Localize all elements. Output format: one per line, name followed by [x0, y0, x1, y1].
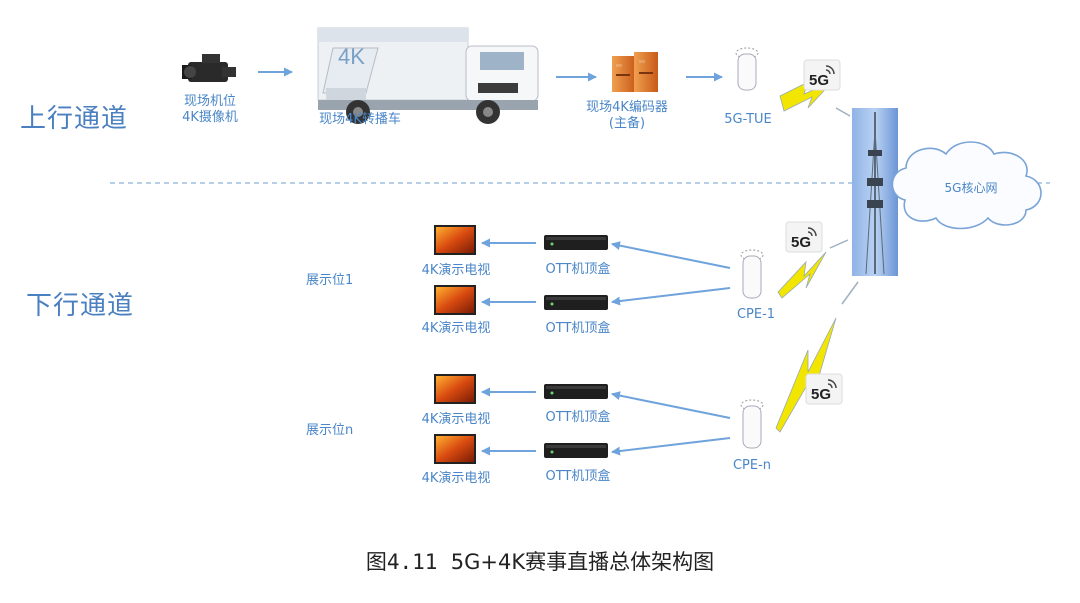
base-station-tower-icon	[852, 108, 898, 276]
downlink-channel-title: 下行通道	[26, 291, 135, 321]
cpe-n-label: CPE-n	[732, 458, 772, 473]
tv-label: 4K演示电视	[421, 471, 491, 486]
ott-box-label: OTT机顶盒	[545, 410, 611, 425]
ott-box-label: OTT机顶盒	[545, 469, 611, 484]
tv-label: 4K演示电视	[421, 263, 491, 278]
tv-icon	[434, 225, 476, 255]
set-top-box-icon	[544, 384, 608, 399]
tue-label: 5G-TUE	[724, 112, 772, 127]
cloud-shape	[891, 141, 1042, 230]
cpe-1-label: CPE-1	[736, 307, 776, 322]
ott-box-label: OTT机顶盒	[545, 321, 611, 336]
tv-icon	[434, 374, 476, 404]
encoder-label: 现场4K编码器 (主备)	[586, 100, 668, 131]
cpe-device-icon	[740, 249, 764, 299]
uplink-channel-title: 上行通道	[20, 104, 129, 134]
camera-icon	[182, 54, 236, 82]
5g-badge-icon: 5G	[803, 59, 841, 91]
5g-badge-icon: 5G	[785, 221, 823, 253]
tue-terminal-icon	[735, 47, 759, 91]
ob-truck-icon	[317, 27, 539, 124]
site-n-label: 展示位n	[306, 423, 354, 438]
set-top-box-icon	[544, 295, 608, 310]
set-top-box-icon	[544, 443, 608, 458]
tv-icon	[434, 285, 476, 315]
truck-sign: 4K	[338, 44, 365, 69]
svg-text:5G: 5G	[811, 386, 831, 403]
figure-title: 5G+4K赛事直播总体架构图	[450, 550, 715, 574]
set-top-box-icon	[544, 235, 608, 250]
site-1-label: 展示位1	[306, 273, 354, 288]
encoder-icon	[612, 52, 658, 92]
truck-label: 现场4K转播车	[319, 112, 401, 127]
figure-caption: 图4.11 5G+4K赛事直播总体架构图	[0, 546, 1080, 576]
camera-label: 现场机位 4K摄像机	[182, 94, 238, 125]
svg-text:5G: 5G	[791, 234, 811, 251]
ott-box-label: OTT机顶盒	[545, 262, 611, 277]
svg-text:5G: 5G	[809, 72, 829, 89]
core-network-label: 5G核心网	[944, 181, 998, 195]
tv-label: 4K演示电视	[421, 321, 491, 336]
cpe-device-icon	[740, 399, 764, 449]
5g-badge-icon: 5G	[805, 373, 843, 405]
lightning-icon	[777, 251, 827, 299]
figure-number: 图4.11	[365, 550, 438, 574]
tv-icon	[434, 434, 476, 464]
tv-label: 4K演示电视	[421, 412, 491, 427]
